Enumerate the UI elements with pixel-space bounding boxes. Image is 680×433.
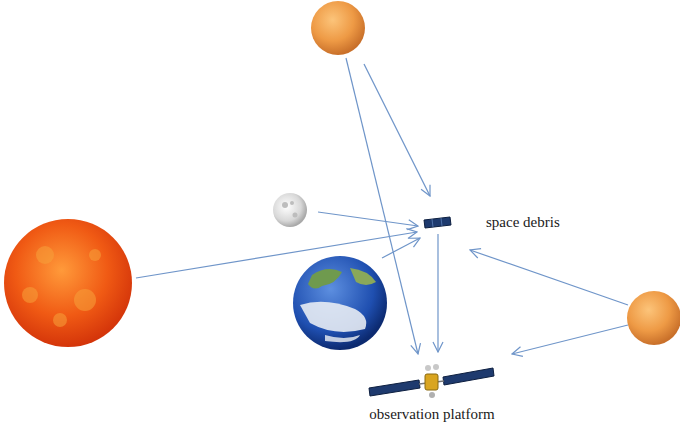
sun-texture bbox=[22, 246, 101, 327]
icon-wrap bbox=[357, 350, 507, 400]
icon-wrap bbox=[420, 212, 456, 232]
planet bbox=[311, 1, 365, 55]
debris-icon bbox=[420, 212, 456, 232]
earth bbox=[293, 256, 387, 350]
moon bbox=[273, 193, 307, 227]
sun bbox=[4, 219, 132, 347]
moon-craters bbox=[282, 201, 298, 218]
debris-node: space debris bbox=[420, 212, 560, 232]
connector-arrow bbox=[437, 234, 438, 352]
node-label: observation platform bbox=[369, 406, 494, 423]
node-label: space debris bbox=[486, 214, 560, 231]
platform-node: observation platform bbox=[357, 350, 507, 423]
earth-land bbox=[300, 268, 376, 342]
planet bbox=[627, 291, 680, 345]
radiation-arrows bbox=[136, 58, 628, 354]
satellite-icon bbox=[357, 350, 507, 400]
